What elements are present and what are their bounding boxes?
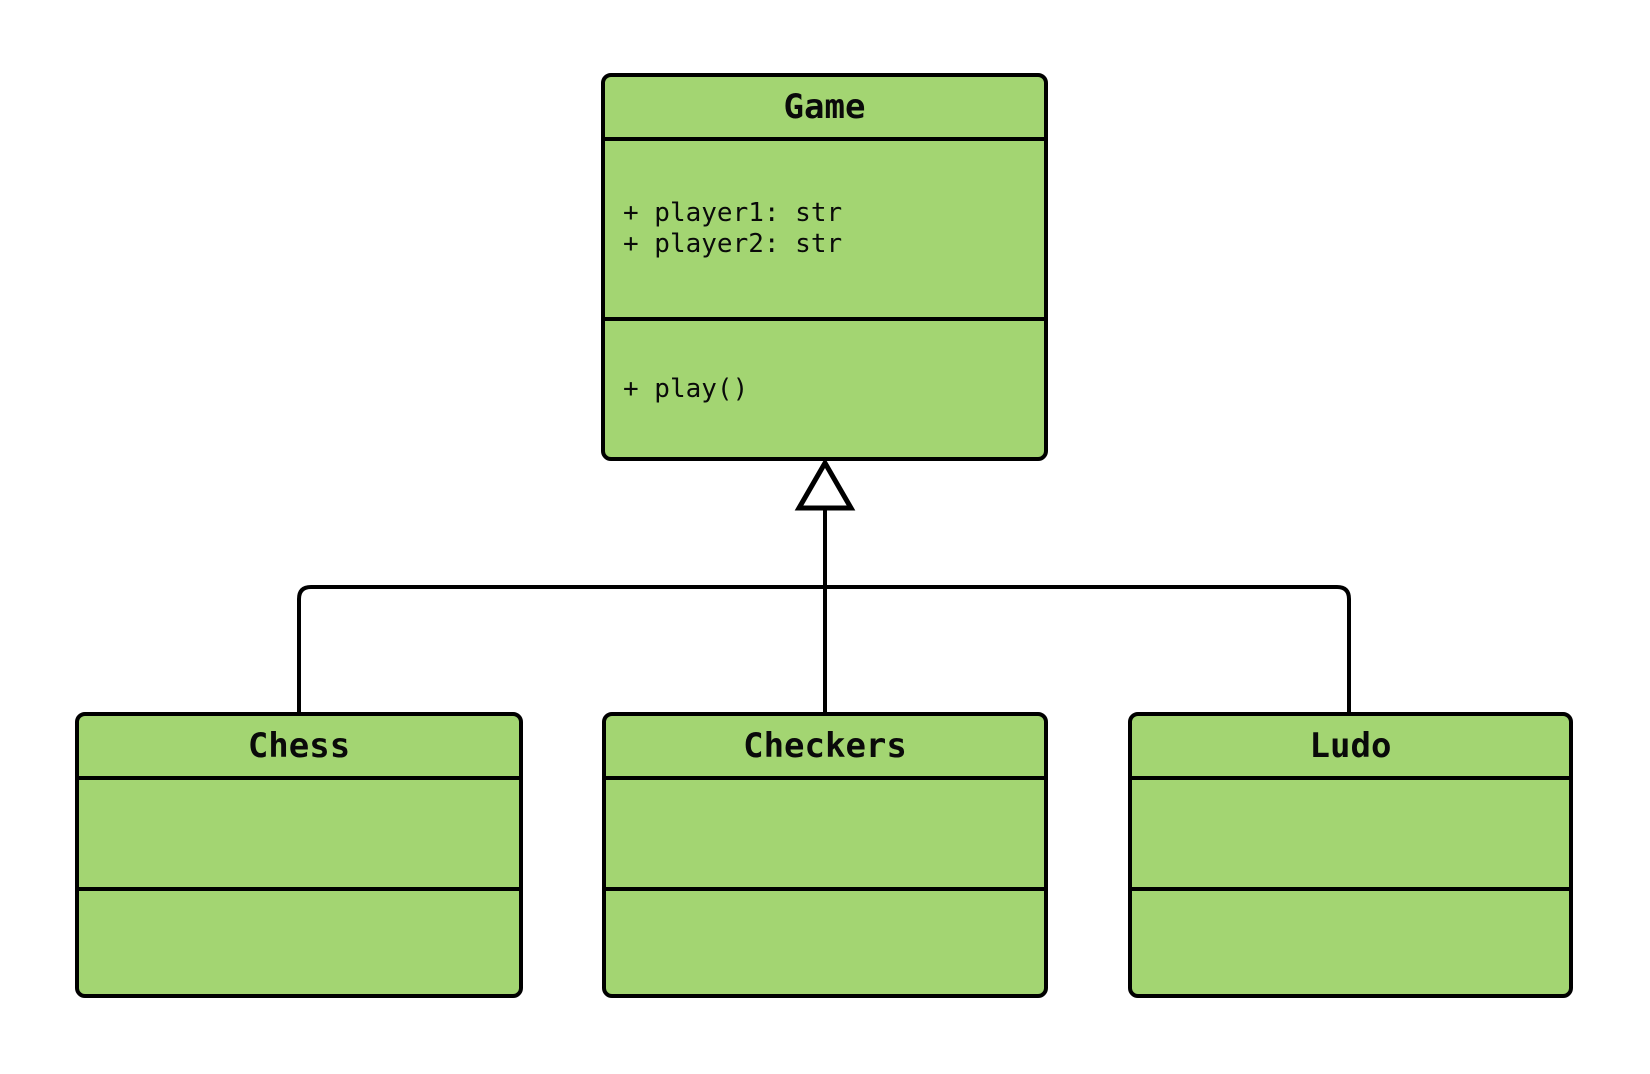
attribute-line: + player1: str (623, 198, 843, 228)
attributes-section (606, 776, 1044, 887)
class-box-chess: Chess (75, 712, 523, 998)
methods-section (606, 887, 1044, 994)
methods-section (79, 887, 519, 994)
class-title: Ludo (1309, 726, 1392, 766)
connector-branch-chess-ludo (297, 585, 1351, 712)
attributes-section: + player1: str + player2: str (605, 137, 1044, 317)
class-box-checkers: Checkers (602, 712, 1048, 998)
class-title: Chess (247, 726, 351, 766)
class-box-ludo: Ludo (1128, 712, 1573, 998)
method-line: + play() (623, 373, 749, 404)
class-title: Game (783, 87, 866, 127)
attributes-section (1132, 776, 1569, 887)
methods-section: + play() (605, 317, 1044, 457)
class-title: Checkers (743, 726, 907, 766)
inheritance-triangle-arrowhead (794, 458, 856, 511)
methods-section (1132, 887, 1569, 994)
attributes-section (79, 776, 519, 887)
class-box-game: Game + player1: str + player2: str + pla… (601, 73, 1048, 461)
attribute-line: + player2: str (623, 229, 843, 259)
